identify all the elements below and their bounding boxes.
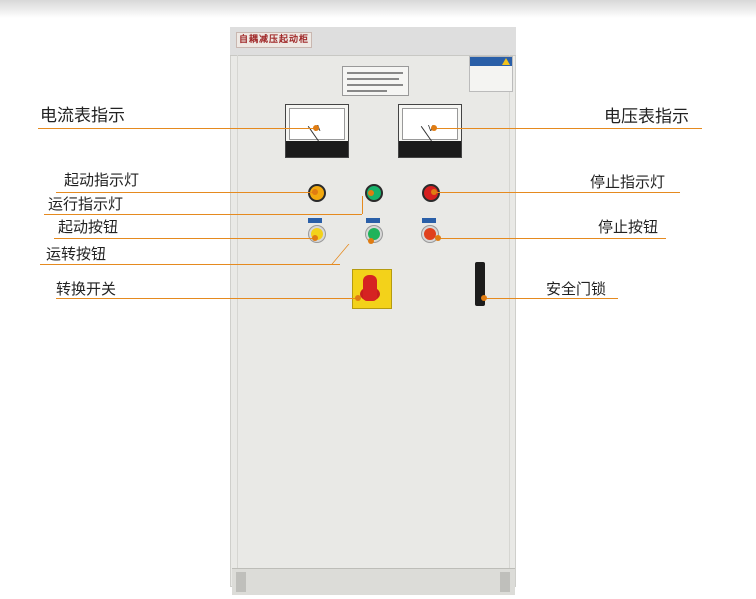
cabinet-nameplate: 自耦减压起动柜 <box>236 32 312 48</box>
cabinet-foot-right <box>500 572 510 592</box>
start-lamp-callout-dot <box>312 189 318 195</box>
switch-callout-dot <box>355 295 361 301</box>
stop-lamp-callout-line <box>434 192 680 193</box>
ammeter-base <box>286 141 348 157</box>
warning-sticker <box>469 56 513 92</box>
stop-lamp-callout-label: 停止指示灯 <box>590 173 666 191</box>
run-button-callout-label: 运转按钮 <box>46 245 107 263</box>
voltmeter-callout-label: 电压表指示 <box>604 107 689 127</box>
run-button-callout-dot <box>368 238 374 244</box>
run-lamp-callout-dot <box>368 190 374 196</box>
spec-line <box>347 72 403 74</box>
run-lamp-callout-label: 运行指示灯 <box>48 195 124 213</box>
spec-line <box>347 84 403 86</box>
run-lamp-callout-riser <box>362 196 363 214</box>
run-button-callout-line <box>40 264 340 265</box>
spec-label <box>342 66 409 96</box>
door-edge-left <box>237 55 238 570</box>
voltmeter-callout-dot <box>431 125 437 131</box>
door-edge-right <box>509 55 510 570</box>
ammeter: A <box>285 104 349 158</box>
stop-button-tag <box>422 218 436 223</box>
ammeter-face: A <box>289 108 345 142</box>
switch-callout-line <box>56 298 358 299</box>
start-button-tag <box>308 218 322 223</box>
warning-triangle-icon <box>502 58 510 65</box>
top-shadow <box>0 0 756 18</box>
ammeter-callout-line <box>38 128 316 129</box>
switch-callout-label: 转换开关 <box>56 280 117 298</box>
voltmeter-callout-line <box>434 128 702 129</box>
stop-button-callout-dot <box>435 235 441 241</box>
stop-button-callout-line <box>438 238 666 239</box>
stop-button[interactable] <box>422 226 438 242</box>
voltmeter: V <box>398 104 462 158</box>
voltmeter-base <box>399 141 461 157</box>
stop-lamp-callout-dot <box>431 189 437 195</box>
start-lamp-callout-label: 起动指示灯 <box>64 171 140 189</box>
lock-callout-dot <box>481 295 487 301</box>
run-lamp-callout-line <box>44 214 362 215</box>
start-button-callout-label: 起动按钮 <box>58 218 119 236</box>
run-button-tag <box>366 218 380 223</box>
door-lock-handle[interactable] <box>475 262 485 306</box>
warning-header <box>470 57 512 66</box>
voltmeter-unit: V <box>428 124 433 133</box>
cabinet-foot-left <box>236 572 246 592</box>
ammeter-callout-dot <box>313 125 319 131</box>
voltmeter-face: V <box>402 108 458 142</box>
selector-switch-knob[interactable] <box>363 275 377 301</box>
stop-button-callout-label: 停止按钮 <box>598 218 659 236</box>
spec-line <box>347 78 399 80</box>
door-lock-callout-label: 安全门锁 <box>546 280 607 298</box>
spec-line <box>347 90 387 92</box>
lock-callout-line <box>484 298 618 299</box>
start-button-callout-dot <box>312 235 318 241</box>
start-lamp-callout-line <box>56 192 314 193</box>
start-button-callout-line <box>54 238 314 239</box>
cabinet-base <box>232 568 515 595</box>
run-indicator-lamp <box>365 184 383 202</box>
ammeter-callout-label: 电流表指示 <box>40 106 125 126</box>
